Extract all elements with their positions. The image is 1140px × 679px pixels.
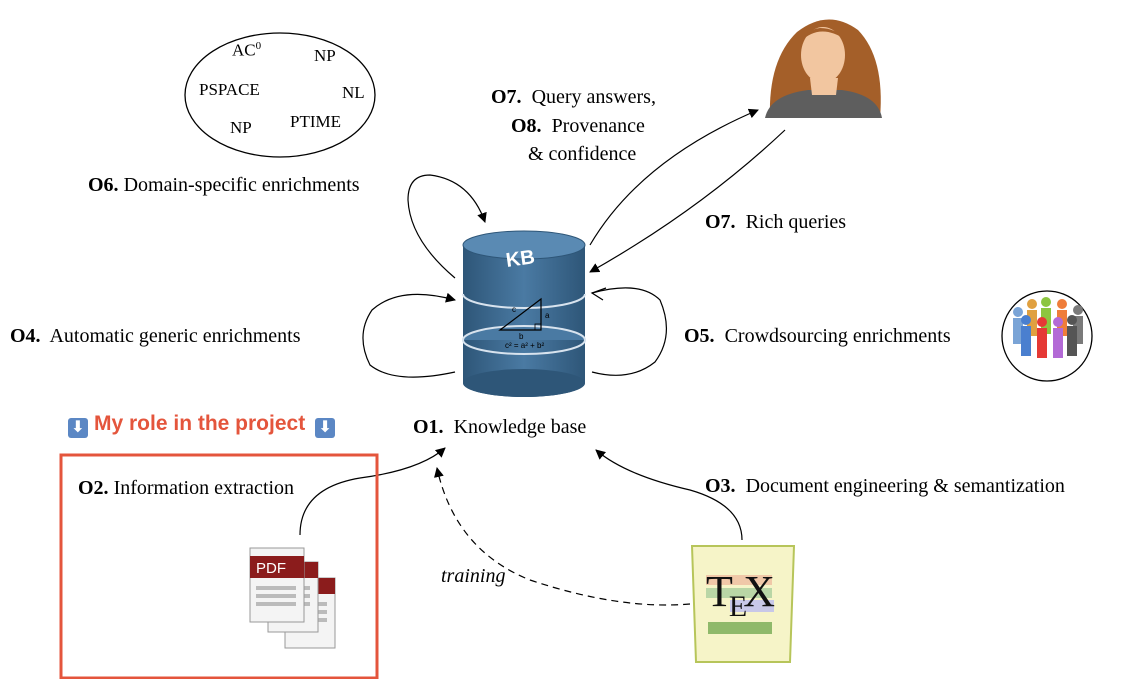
class-np-bottom: NP <box>230 118 252 137</box>
o8-cont-label: & confidence <box>528 143 637 165</box>
o1-label: O1. Knowledge base <box>413 416 587 438</box>
kb-side-a: a <box>545 311 550 320</box>
o7-answers-label: O7. Query answers, <box>491 86 656 108</box>
training-label: training <box>441 565 506 587</box>
role-label: My role in the project <box>94 412 306 435</box>
training-arrow <box>434 467 691 606</box>
class-ac0: AC0 <box>232 40 262 60</box>
o6-label: O6. Domain-specific enrichments <box>88 174 360 196</box>
user-avatar-icon <box>765 19 882 119</box>
o3-label: O3. Document engineering & semantization <box>705 475 1065 497</box>
kb-label: KB <box>504 246 537 272</box>
pdf-documents-icon <box>249 547 336 649</box>
class-np-top: NP <box>314 46 336 65</box>
o4-label: O4. Automatic generic enrichments <box>10 325 301 347</box>
down-arrow-icon: ⬇ <box>68 418 88 438</box>
complexity-ellipse <box>184 32 376 158</box>
knowledge-base-icon <box>462 230 586 397</box>
o5-loop-arrow <box>591 287 668 376</box>
crowd-icon <box>1001 290 1093 382</box>
o2-label: O2. Information extraction <box>78 477 295 499</box>
down-arrow-icon: ⬇ <box>315 418 336 438</box>
o6-loop-arrow <box>407 174 487 279</box>
tex-label: TEX <box>706 567 775 623</box>
role-banner: ⬇ My role in the project ⬇ <box>62 412 341 438</box>
pdf-to-kb-arrow <box>299 447 446 536</box>
kb-side-b: b <box>519 332 524 341</box>
role-box <box>59 453 379 679</box>
pdf-label: PDF <box>256 560 286 577</box>
o4-loop-arrow <box>362 292 456 378</box>
o8-label: O8. Provenance <box>511 115 645 137</box>
tex-document-icon <box>690 545 796 663</box>
o7-queries-label: O7. Rich queries <box>705 211 847 233</box>
class-ptime: PTIME <box>290 112 341 131</box>
kb-formula: c² = a² + b² <box>505 341 545 350</box>
query-answers-arrow <box>589 108 759 246</box>
tex-to-kb-arrow <box>595 449 743 541</box>
class-pspace: PSPACE <box>199 80 260 99</box>
rich-queries-arrow <box>589 129 786 273</box>
kb-side-c: c <box>512 305 516 314</box>
o5-label: O5. Crowdsourcing enrichments <box>684 325 951 347</box>
class-nl: NL <box>342 83 365 102</box>
